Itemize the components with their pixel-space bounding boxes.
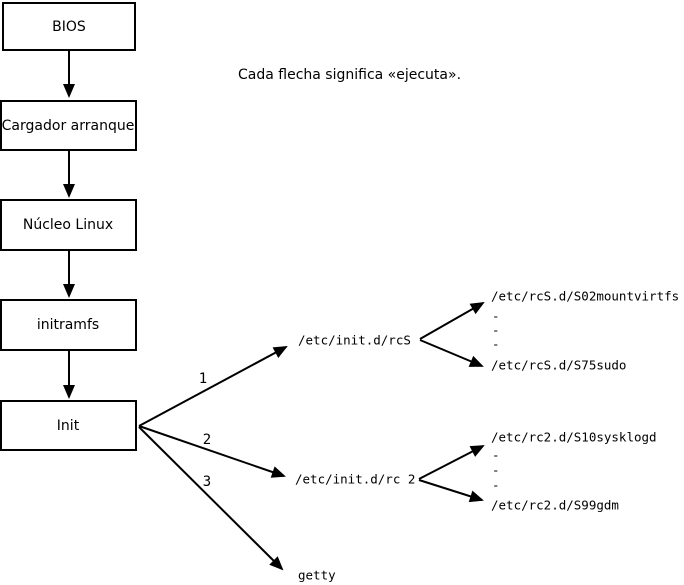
arrow-init-to-rcS <box>138 346 288 427</box>
rcS-dots-3: - <box>492 337 500 352</box>
arrow-init-to-getty <box>138 426 284 571</box>
arrow-rc2-to-S99 <box>418 479 484 503</box>
getty-target-label: getty <box>298 568 336 583</box>
rc2-last-script-label: /etc/rc2.d/S99gdm <box>491 498 619 513</box>
bootloader-label: Cargador arranque <box>2 118 135 134</box>
bios-label: BIOS <box>52 19 86 35</box>
branch-3-number: 3 <box>203 474 211 490</box>
kernel-label: Núcleo Linux <box>23 217 113 233</box>
rcS-last-script-label: /etc/rcS.d/S75sudo <box>491 358 626 373</box>
rc2-dots-2: - <box>492 463 500 478</box>
rcS-dots-2: - <box>492 323 500 338</box>
branch-1-number: 1 <box>199 371 207 387</box>
initramfs-label: initramfs <box>37 317 99 333</box>
rc2-target-label: /etc/init.d/rc 2 <box>295 472 415 487</box>
rc2-first-script-label: /etc/rc2.d/S10sysklogd <box>491 430 657 445</box>
initramfs-box <box>0 299 137 351</box>
branch-2-number: 2 <box>203 432 211 448</box>
rc2-dots-3: - <box>492 478 500 493</box>
init-label: Init <box>57 418 80 434</box>
bios-box <box>2 2 136 51</box>
init-box <box>0 400 137 451</box>
rcS-target-label: /etc/init.d/rcS <box>298 333 411 348</box>
arrow-rcS-to-S75 <box>419 339 484 367</box>
note-label: Cada flecha significa «ejecuta». <box>238 67 461 83</box>
rc2-dots-1: - <box>492 448 500 463</box>
bootloader-box <box>0 100 137 151</box>
rcS-first-script-label: /etc/rcS.d/S02mountvirtfs <box>491 289 679 304</box>
arrow-rc2-to-S10 <box>418 445 485 480</box>
arrow-rcS-to-S02 <box>419 302 485 340</box>
arrow-init-to-rc2 <box>138 425 286 478</box>
rcS-dots-1: - <box>492 309 500 324</box>
